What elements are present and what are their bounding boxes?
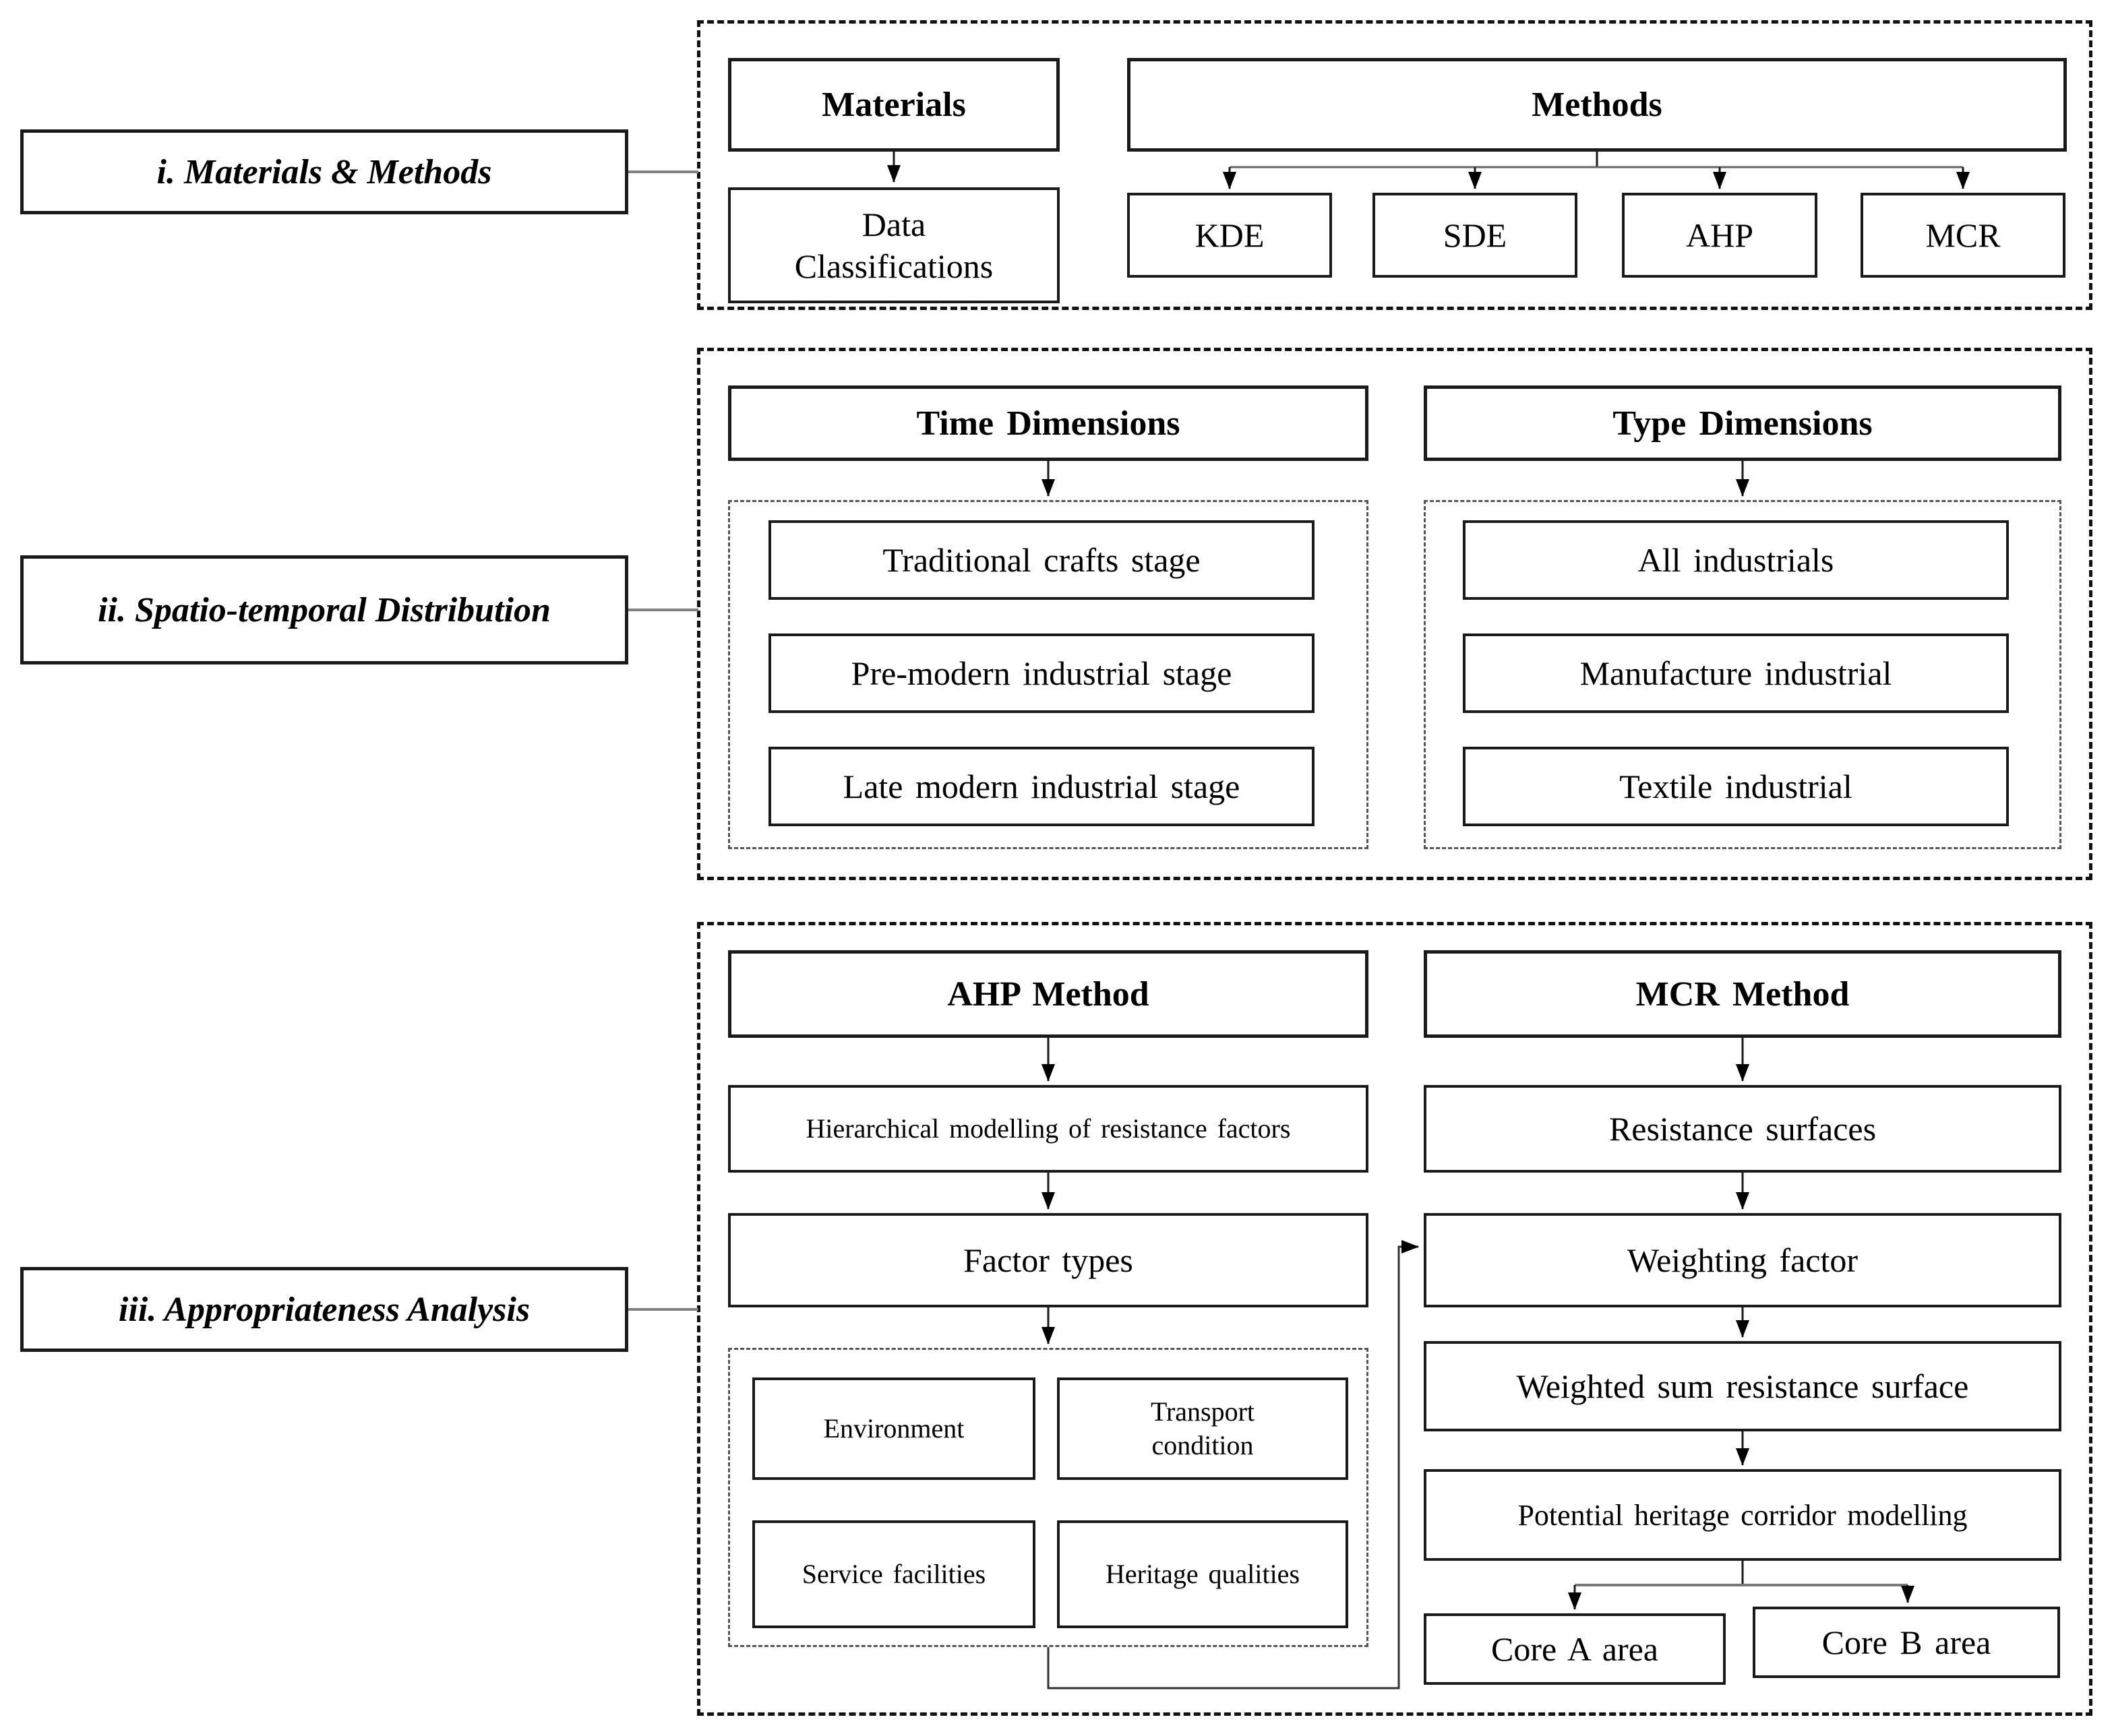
box-materials-header: Materials [728, 58, 1060, 152]
box-core-a-area: Core A area [1424, 1613, 1726, 1685]
box-ahp-method-header: AHP Method [728, 950, 1368, 1038]
box-factor-environment: Environment [752, 1377, 1035, 1480]
box-all-industrials: All industrials [1463, 520, 2009, 600]
container-time-dimensions [728, 500, 1368, 849]
container-factors [728, 1348, 1368, 1647]
section-frame-materials-methods [697, 20, 2092, 310]
box-factor-types: Factor types [728, 1213, 1368, 1307]
box-method-mcr: MCR [1861, 193, 2065, 278]
connector-factors-to-weighting [1047, 1240, 1419, 1690]
section-label-appropriateness: iii. Appropriateness Analysis [20, 1267, 628, 1352]
box-mcr-method-header: MCR Method [1424, 950, 2061, 1038]
box-hierarchical-modelling: Hierarchical modelling of resistance fac… [728, 1085, 1368, 1173]
box-core-b-area: Core B area [1753, 1607, 2060, 1678]
box-factor-heritage-qualities: Heritage qualities [1057, 1520, 1348, 1628]
box-weighted-sum-resistance-surface: Weighted sum resistance surface [1424, 1341, 2061, 1431]
box-potential-heritage-corridor: Potential heritage corridor modelling [1424, 1469, 2061, 1561]
box-method-sde: SDE [1372, 193, 1577, 278]
box-methods-header: Methods [1127, 58, 2067, 152]
box-time-dimensions-header: Time Dimensions [728, 385, 1368, 461]
section-frame-spatio-temporal [697, 348, 2092, 880]
box-textile-industrial: Textile industrial [1463, 747, 2009, 826]
box-type-dimensions-header: Type Dimensions [1424, 385, 2061, 461]
box-resistance-surfaces: Resistance surfaces [1424, 1085, 2061, 1173]
box-weighting-factor: Weighting factor [1424, 1213, 2061, 1307]
box-method-kde: KDE [1127, 193, 1332, 278]
box-traditional-crafts-stage: Traditional crafts stage [768, 520, 1315, 600]
box-pre-modern-industrial-stage: Pre-modern industrial stage [768, 633, 1315, 713]
box-manufacture-industrial: Manufacture industrial [1463, 633, 2009, 713]
container-type-dimensions [1424, 500, 2061, 849]
box-late-modern-industrial-stage: Late modern industrial stage [768, 747, 1315, 826]
box-data-classifications: Data Classifications [728, 187, 1060, 303]
box-factor-transport-condition: Transport condition [1057, 1377, 1348, 1480]
section-label-spatio-temporal: ii. Spatio-temporal Distribution [20, 555, 628, 664]
section-frame-appropriateness [697, 922, 2092, 1716]
section-label-materials-methods: i. Materials & Methods [20, 129, 628, 214]
box-factor-service-facilities: Service facilities [752, 1520, 1035, 1628]
box-method-ahp: AHP [1622, 193, 1817, 278]
